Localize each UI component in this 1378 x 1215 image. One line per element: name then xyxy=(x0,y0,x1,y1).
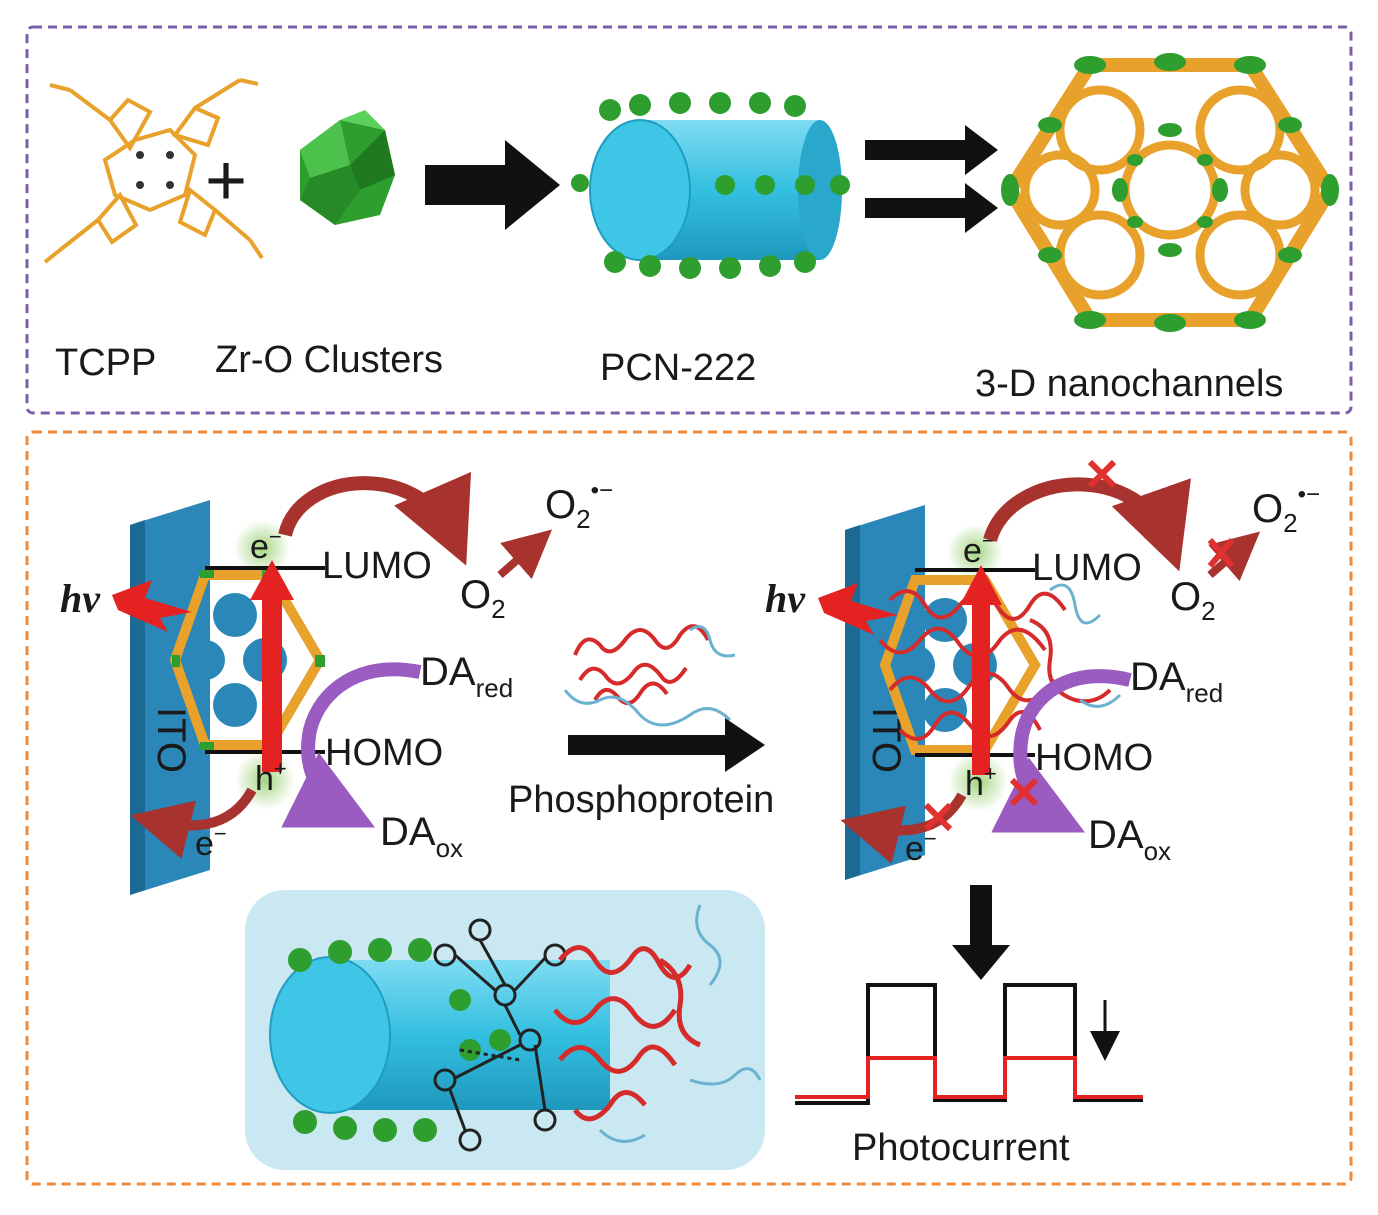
pcn-222-rod-icon xyxy=(571,92,850,279)
phosphate-linkage-icon xyxy=(433,918,567,1152)
superoxide-arrow-left xyxy=(497,529,553,580)
nanochannel-framework-icon xyxy=(1001,53,1339,332)
tcpp-molecule-icon xyxy=(43,78,264,264)
blocked-transfer-x-icon-top xyxy=(1087,459,1117,489)
top-panel-border xyxy=(25,25,1353,415)
phosphoprotein-arrow-icon xyxy=(568,718,765,772)
back-electron-arrow-left xyxy=(130,787,257,859)
lumo-label-left: LUMO xyxy=(322,545,432,587)
phosphoprotein-label: Phosphoprotein xyxy=(508,779,774,821)
lumo-label-right: LUMO xyxy=(1032,547,1142,589)
nanochannels-label: 3-D nanochannels xyxy=(975,363,1283,405)
light-bolt-icon-left xyxy=(112,580,192,632)
blocked-transfer-x-icon-da xyxy=(1009,777,1039,807)
donor-arrow-left xyxy=(281,662,422,828)
zr-o-cluster-icon xyxy=(300,110,395,225)
binding-inset xyxy=(245,890,765,1170)
electron-transfer-arrow-right xyxy=(983,477,1191,572)
ito-electrode-left xyxy=(130,500,210,895)
blocked-transfer-x-icon-o2 xyxy=(1207,538,1235,568)
da-red-label-left: DAred xyxy=(420,650,513,703)
superoxide-label-right: O2•− xyxy=(1252,481,1320,538)
photocurrent-label: Photocurrent xyxy=(852,1127,1070,1169)
o2-label-left: O2 xyxy=(460,573,506,624)
back-electron-arrow-right xyxy=(840,792,967,864)
homo-label-left: HOMO xyxy=(325,732,443,774)
readout-down-arrow-icon xyxy=(952,885,1010,980)
photocurrent-trace-before xyxy=(795,983,1143,1105)
photocurrent-trace-after xyxy=(795,1056,1143,1099)
tcpp-label: TCPP xyxy=(55,342,156,384)
homo-label-right: HOMO xyxy=(1035,737,1153,779)
light-bolt-icon-right xyxy=(818,583,898,635)
o2-label-right: O2 xyxy=(1170,575,1216,626)
assembly-arrow-upper-icon xyxy=(865,125,998,175)
back-electron-label-right: e− xyxy=(905,826,937,868)
left-electrode-scheme: ITO LUMO HOMO e− h+ hν O2 O2•− DAred xyxy=(60,471,613,895)
electron-transfer-arrow-left xyxy=(278,471,471,566)
assembly-arrow-lower-icon xyxy=(865,183,998,233)
excitation-arrow-left xyxy=(262,585,282,772)
light-label-left: hν xyxy=(60,576,101,621)
pcn-222-label: PCN-222 xyxy=(600,347,756,389)
back-electron-label-left: e− xyxy=(195,821,227,863)
ito-label-left: ITO xyxy=(149,707,193,773)
electron-label-left: e− xyxy=(250,524,282,566)
right-electrode-scheme: ITO LUMO HOMO e− h+ hν xyxy=(765,459,1320,880)
da-ox-label-left: DAox xyxy=(380,810,463,863)
da-ox-label-right: DAox xyxy=(1088,813,1171,866)
light-label-right: hν xyxy=(765,576,806,621)
superoxide-label-left: O2•− xyxy=(545,477,613,534)
zr-o-clusters-label: Zr-O Clusters xyxy=(215,339,443,381)
left-framework-icon xyxy=(169,570,326,750)
photocurrent-trace xyxy=(795,983,1143,1105)
da-red-label-right: DAred xyxy=(1130,655,1223,708)
synthesis-arrow-icon xyxy=(425,140,560,230)
plus-operator: + xyxy=(205,141,247,221)
excitation-arrow-right xyxy=(972,590,990,775)
phosphoprotein-structure-icon xyxy=(563,624,736,727)
blocked-transfer-x-icon-back xyxy=(923,802,953,832)
